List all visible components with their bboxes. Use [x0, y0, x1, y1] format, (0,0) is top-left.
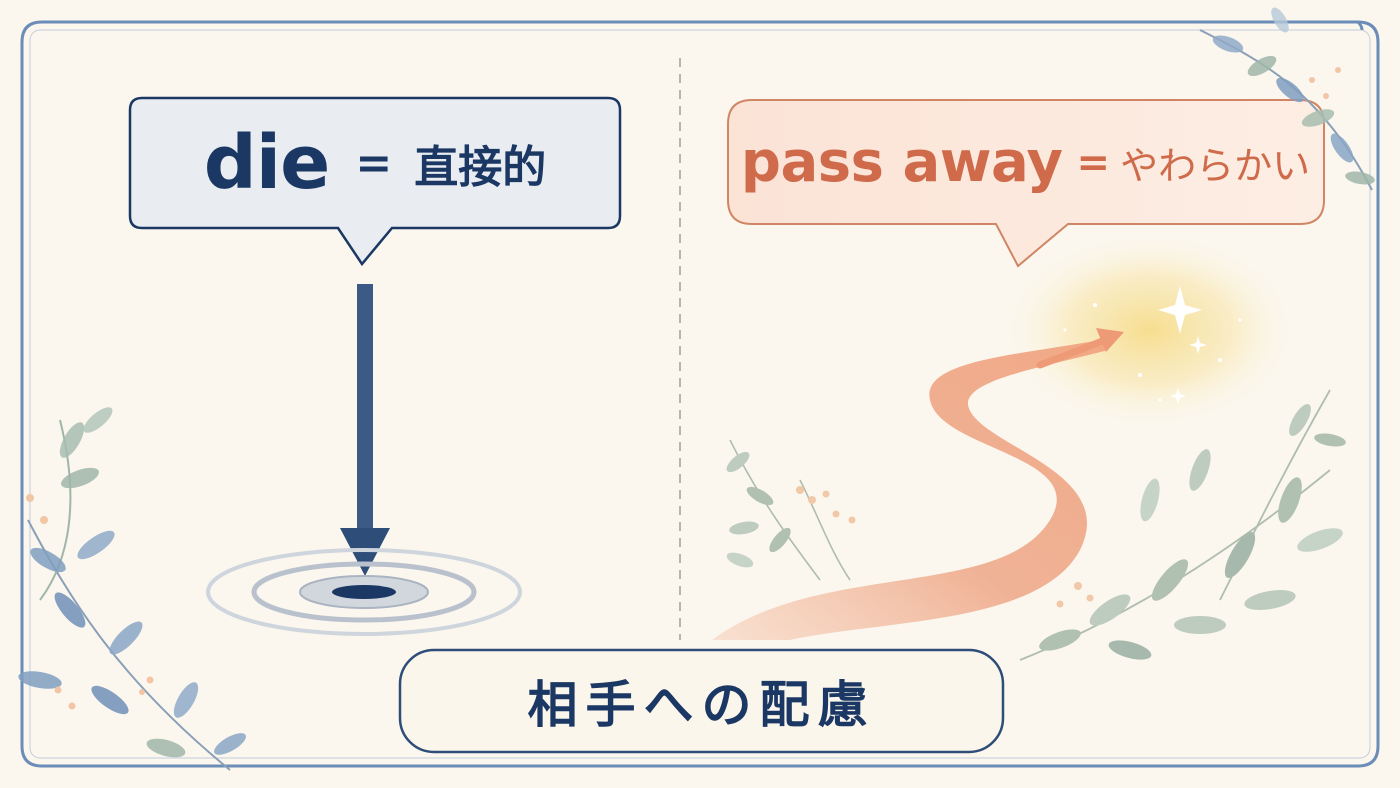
- leaf-decoration-bottom-right: [1019, 389, 1346, 661]
- sparkle-icons: [1063, 286, 1242, 404]
- slide-frame: [20, 20, 1380, 768]
- die-equals-sign: =: [355, 137, 393, 189]
- leaf-decoration-path-left: [726, 439, 856, 581]
- leaf-decoration-bottom-left: [18, 407, 246, 771]
- winding-path-icon: [712, 340, 1108, 640]
- die-bubble-shape: [128, 96, 622, 267]
- down-arrow-icon: [340, 284, 390, 576]
- pass-away-meaning: やわらかい: [1120, 144, 1311, 188]
- leaf-decoration-top-right: [1199, 7, 1375, 191]
- die-bubble: die = 直接的: [130, 98, 620, 228]
- pass-away-bubble: pass away = やわらかい: [728, 100, 1323, 225]
- bottom-banner-text: 相手への配慮: [527, 676, 876, 734]
- die-word: die: [203, 120, 331, 206]
- light-glow: [1000, 230, 1300, 430]
- pass-away-equals-sign: =: [1076, 139, 1111, 186]
- ripple-target-icon: [206, 548, 522, 636]
- pass-away-word: pass away: [740, 130, 1063, 195]
- bottom-banner: 相手への配慮: [400, 650, 1003, 752]
- die-meaning: 直接的: [414, 142, 547, 193]
- up-arrow-icon: [1036, 328, 1124, 369]
- bottom-banner-shape: [398, 648, 1005, 754]
